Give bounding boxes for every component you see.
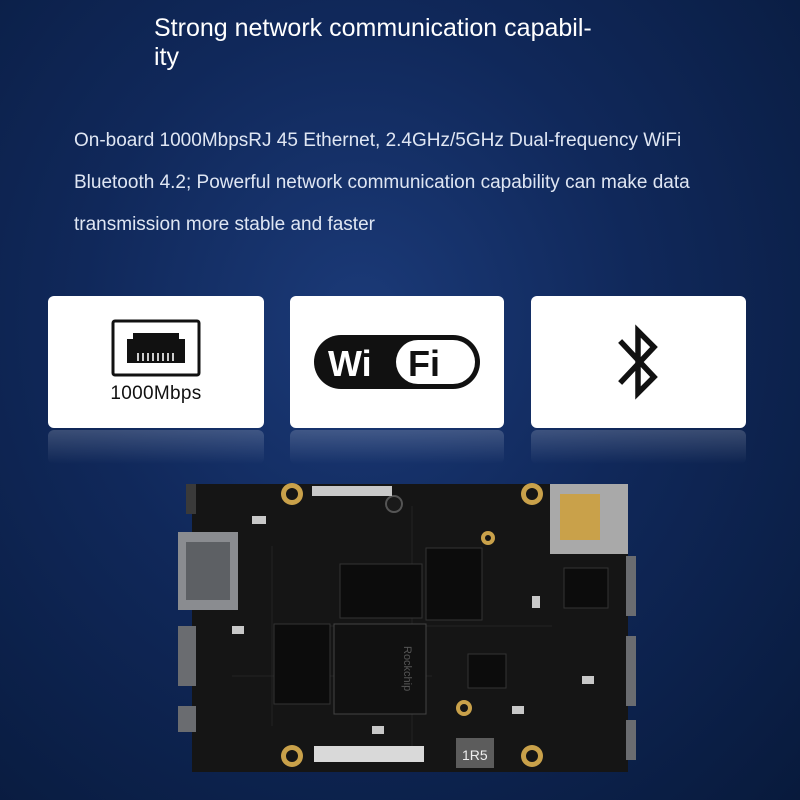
fpc-connector [314, 746, 424, 762]
soc-chip-label: Rockchip [401, 646, 413, 691]
board-photo: Rockchip 1R5 [172, 476, 640, 780]
pcb-board-illustration: Rockchip 1R5 [178, 483, 636, 772]
bluetooth-icon [617, 324, 658, 400]
ethernet-speed-label: 1000Mbps [110, 383, 202, 404]
wifi-logo-icon: Wi Fi [314, 335, 480, 389]
bluetooth-card-reflection [531, 430, 746, 464]
page-title: Strong network communication capabil- it… [154, 14, 592, 71]
bluetooth-card [531, 296, 746, 428]
soc-chip [333, 623, 427, 715]
wifi-logo-wi: Wi [328, 343, 372, 384]
memory-chip-right [425, 547, 483, 621]
ethernet-port-icon [111, 319, 201, 377]
mounting-holes [281, 483, 543, 767]
inductor-label: 1R5 [462, 747, 488, 763]
wifi-card-reflection [290, 430, 504, 464]
ethernet-card: 1000Mbps [48, 296, 264, 428]
memory-chip-top [339, 563, 423, 619]
ethernet-card-reflection [48, 430, 264, 464]
inductor [456, 738, 494, 768]
wifi-card: Wi Fi [290, 296, 504, 428]
feature-description: On-board 1000MbpsRJ 45 Ethernet, 2.4GHz/… [74, 130, 690, 235]
aux-chip [563, 567, 609, 609]
memory-chip-left [273, 623, 331, 705]
wifi-logo-fi: Fi [408, 343, 440, 384]
